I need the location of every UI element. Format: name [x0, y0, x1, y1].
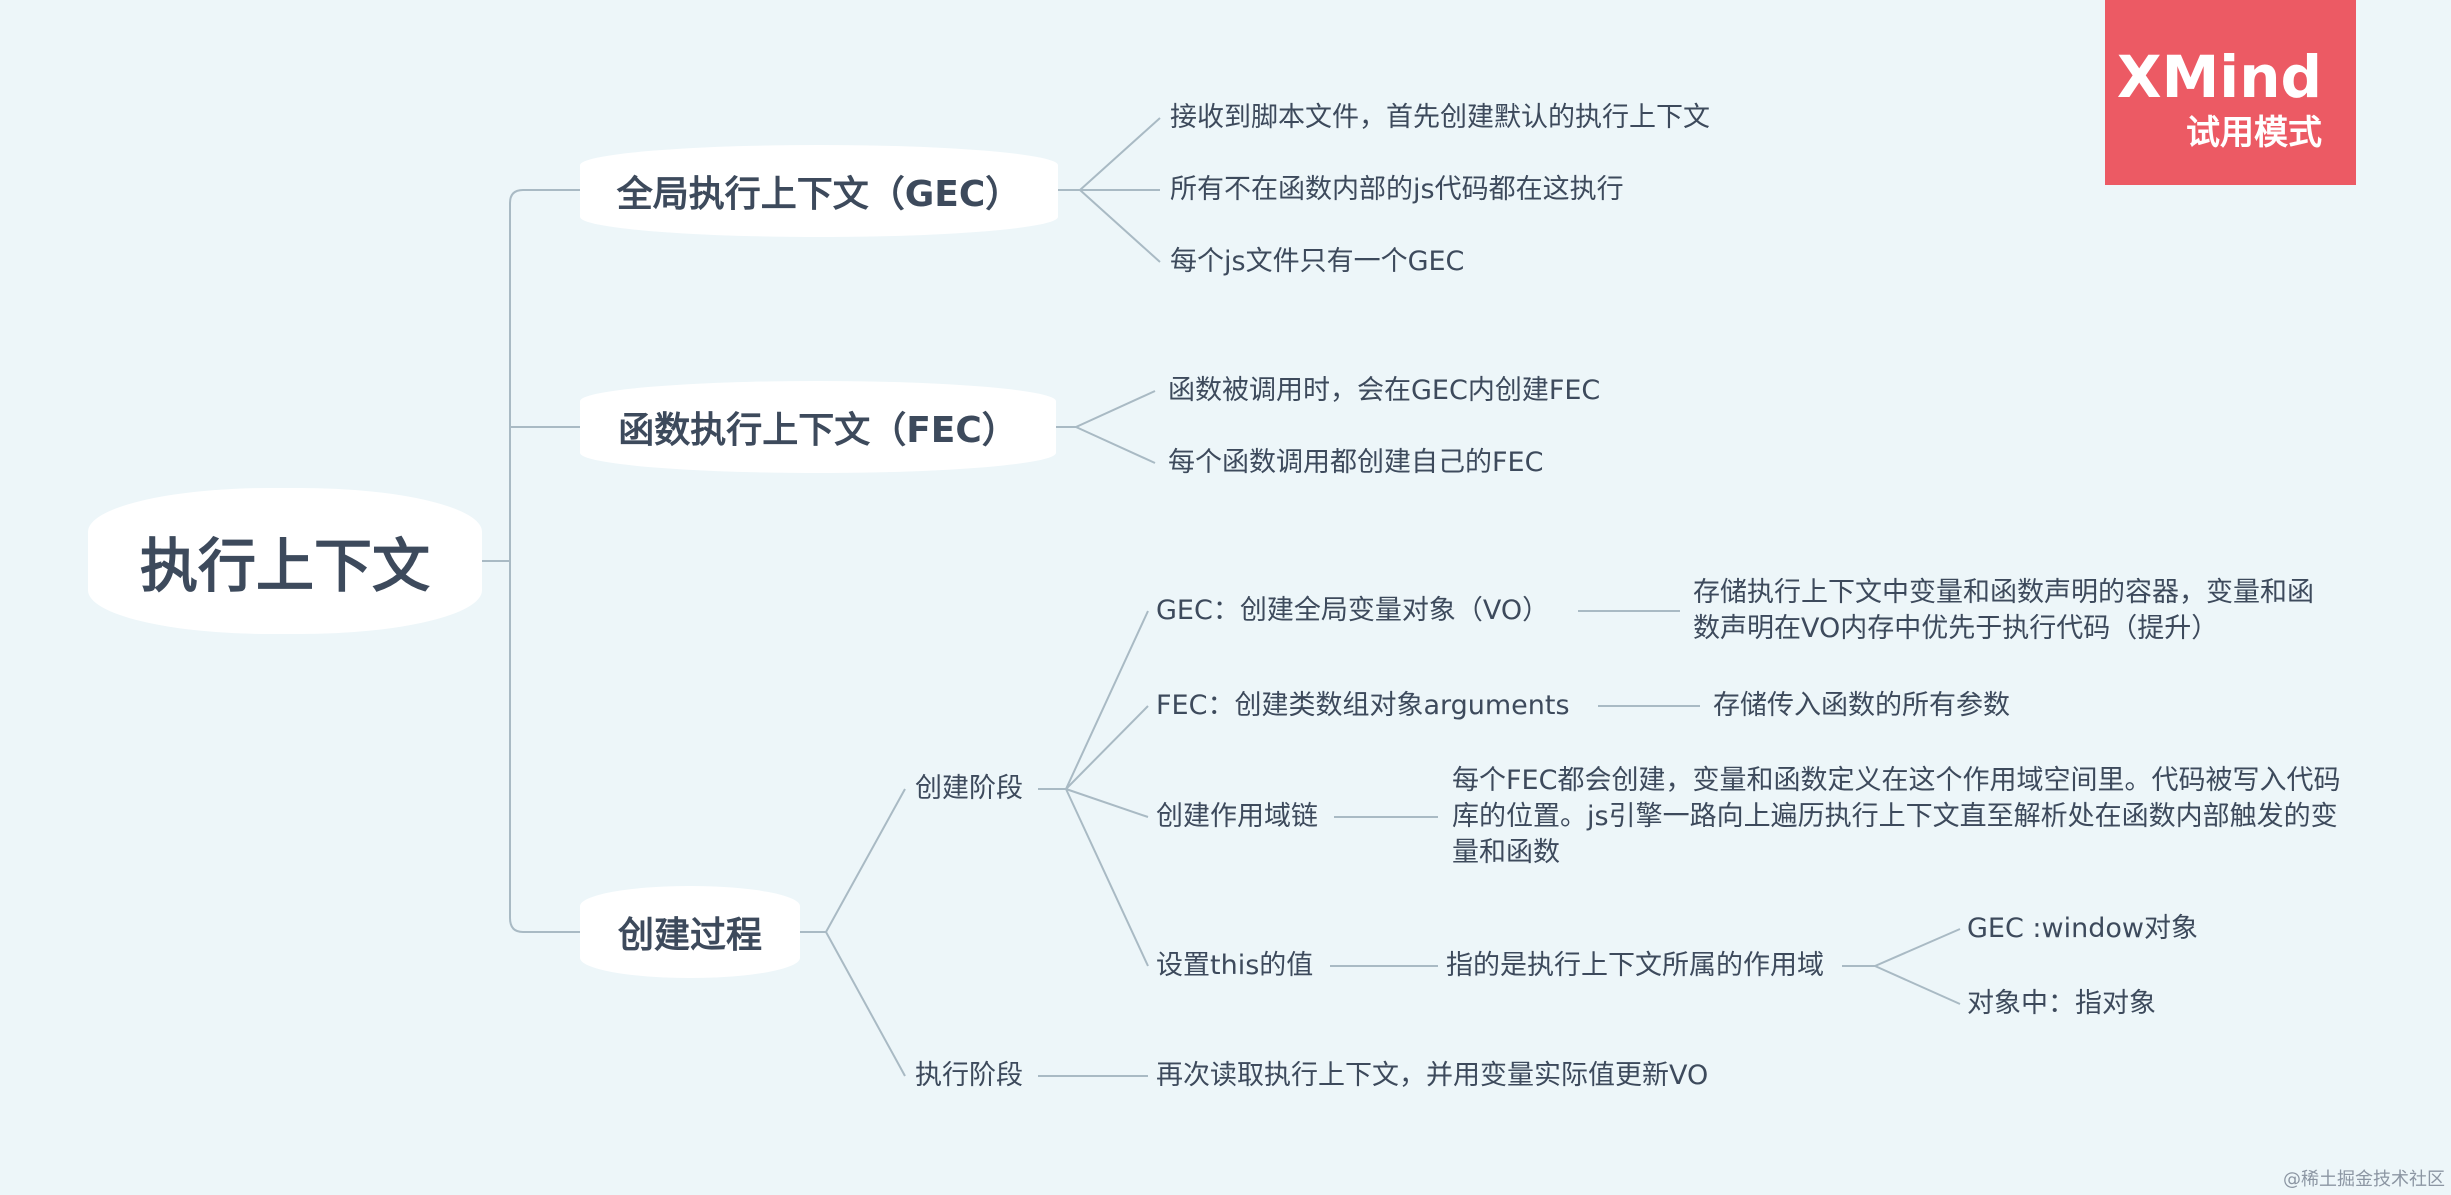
step-detail-scope-chain[interactable]: 每个FEC都会创建，变量和函数定义在这个作用域空间里。代码被写入代码库的位置。j… [1452, 765, 2341, 868]
connector-create [1065, 705, 1149, 790]
step-create-vo[interactable]: GEC：创建全局变量对象（VO） [1156, 595, 1550, 626]
phase-create[interactable]: 创建阶段 [915, 773, 1023, 804]
gec-leaf[interactable]: 所有不在函数内部的js代码都在这执行 [1170, 174, 1624, 205]
connector-fec [1056, 390, 1156, 428]
trial-watermark: XMind 试用模式 [2105, 0, 2356, 185]
watermark-title: XMind [2116, 43, 2322, 111]
step-set-this[interactable]: 设置this的值 [1156, 950, 1314, 981]
fec-leaf[interactable]: 函数被调用时，会在GEC内创建FEC [1168, 375, 1601, 406]
step-detail-arguments[interactable]: 存储传入函数的所有参数 [1713, 690, 2010, 721]
branch-process[interactable]: 创建过程 [580, 886, 800, 978]
step-scope-chain[interactable]: 创建作用域链 [1156, 801, 1318, 832]
connector-root [509, 561, 580, 933]
connector-create [1065, 788, 1149, 967]
connector-gec [1058, 117, 1161, 191]
branch-gec[interactable]: 全局执行上下文（GEC） [580, 145, 1058, 237]
connector-create [1065, 788, 1149, 818]
gec-leaf[interactable]: 接收到脚本文件，首先创建默认的执行上下文 [1170, 102, 1710, 133]
connector-gec [1079, 189, 1161, 263]
step-detail-this[interactable]: 指的是执行上下文所属的作用域 [1446, 950, 1824, 981]
connector-process [825, 931, 906, 1077]
step-create-arguments[interactable]: FEC：创建类数组对象arguments [1156, 690, 1570, 721]
watermark-subtitle: 试用模式 [2186, 113, 2322, 153]
phase-execute[interactable]: 执行阶段 [915, 1060, 1023, 1091]
fec-leaf[interactable]: 每个函数调用都创建自己的FEC [1168, 447, 1544, 478]
connector-process [800, 788, 906, 933]
branch-fec[interactable]: 函数执行上下文（FEC） [580, 381, 1056, 473]
footer-credit: @稀土掘金技术社区 [2283, 1169, 2445, 1190]
connector-fec [1075, 426, 1156, 464]
step-detail-vo[interactable]: 存储执行上下文中变量和函数声明的容器，变量和函数声明在VO内存中优先于执行代码（… [1693, 577, 2314, 644]
this-leaf[interactable]: GEC :window对象 [1967, 913, 2198, 944]
this-leaf[interactable]: 对象中：指对象 [1967, 988, 2156, 1019]
root-node[interactable]: 执行上下文 [88, 488, 482, 634]
connector-root [482, 189, 580, 562]
gec-leaf[interactable]: 每个js文件只有一个GEC [1170, 246, 1465, 277]
connector-step [1874, 965, 1961, 1005]
connector-step [1842, 928, 1961, 967]
step-detail-execute[interactable]: 再次读取执行上下文，并用变量实际值更新VO [1156, 1060, 1709, 1091]
